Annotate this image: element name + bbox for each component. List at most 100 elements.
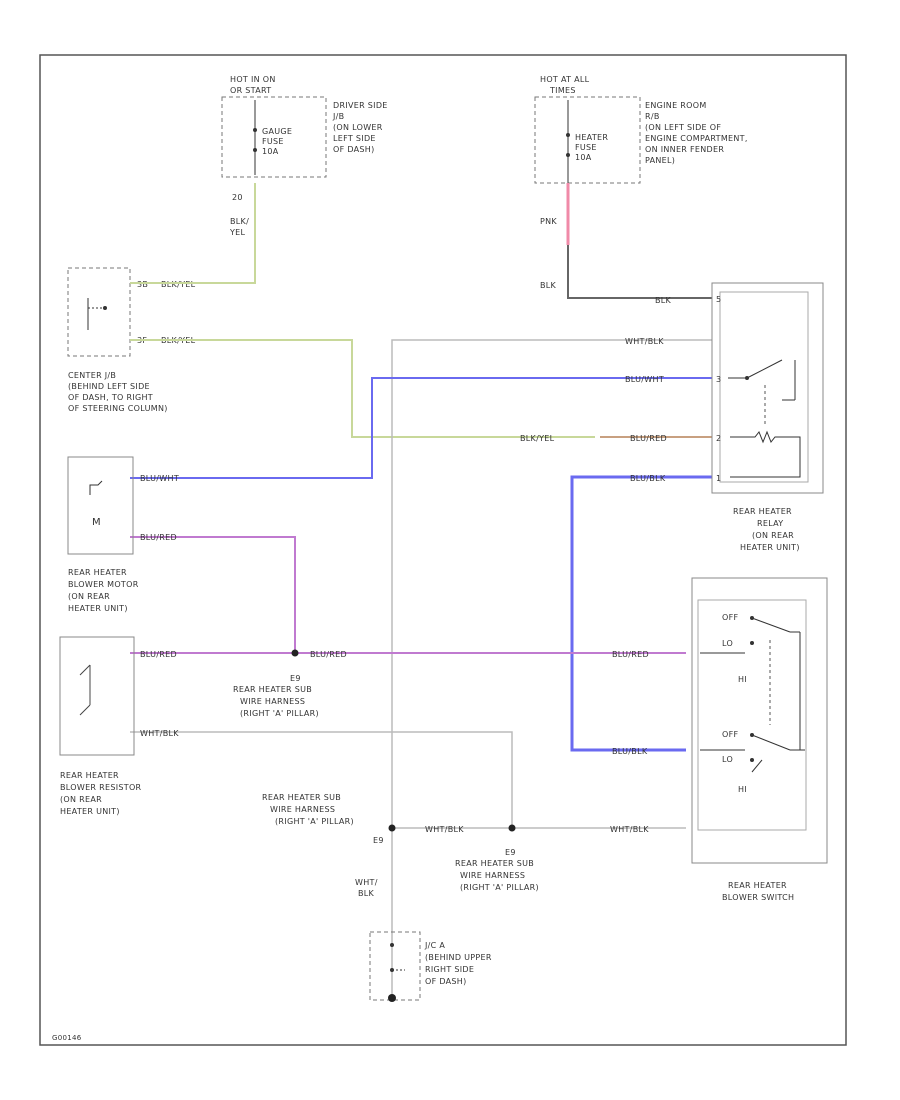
splice-mid-line-1: REAR HEATER SUB xyxy=(233,685,312,694)
wire-blu-red-motor xyxy=(130,536,296,653)
ground-location-2: (BEHIND UPPER xyxy=(425,953,492,962)
fuse-left-label: GAUGE xyxy=(262,127,292,136)
ground-location-1: J/C A xyxy=(424,941,445,950)
relay-box xyxy=(711,282,824,494)
fuse-left-header-1: HOT IN ON xyxy=(230,75,276,84)
fuse-left-location-2: J/B xyxy=(332,112,344,121)
center-jb-location-4: OF STEERING COLUMN) xyxy=(68,404,168,413)
fuse-block-right: HOT AT ALL TIMES HEATER FUSE 10A ENGINE … xyxy=(534,75,748,290)
splice-labels: E9 REAR HEATER SUB WIRE HARNESS (RIGHT '… xyxy=(233,650,539,892)
fuse-left-rating: 10A xyxy=(262,147,279,156)
fuse-left-header-2: OR START xyxy=(230,86,271,95)
ground-jc-a: WHT/ BLK J/C A (BEHIND UPPER RIGHT SIDE … xyxy=(355,878,492,1002)
relay-wire-blk-yel: BLK/YEL xyxy=(520,434,555,443)
fuse-left-box xyxy=(221,96,327,178)
fuse-right-rating: 10A xyxy=(575,153,592,162)
fuse-right-location-5: ON INNER FENDER xyxy=(645,145,724,154)
motor-wire-top: BLU/WHT xyxy=(140,474,179,483)
relay-name-3: (ON REAR xyxy=(752,531,794,540)
center-jb-location-2: (BEHIND LEFT SIDE xyxy=(68,382,150,391)
switch-pos-hi-2: HI xyxy=(738,785,747,794)
fuse-left-wire-2: YEL xyxy=(229,228,246,237)
resistor-name-2: BLOWER RESISTOR xyxy=(60,783,142,792)
wire-blu-wht xyxy=(130,377,712,479)
resistor-wire-bottom: WHT/BLK xyxy=(140,729,179,738)
splice-lower-left-1: REAR HEATER SUB xyxy=(262,793,341,802)
splice-lower-left-3: (RIGHT 'A' PILLAR) xyxy=(275,817,354,826)
fuse-left-wire-1: BLK/ xyxy=(230,217,249,226)
fuse-right-header-1: HOT AT ALL xyxy=(540,75,590,84)
switch-inner xyxy=(697,599,807,831)
switch-wire-wht-blk: WHT/BLK xyxy=(610,825,649,834)
center-jb-location-1: CENTER J/B xyxy=(68,371,116,380)
fuse-right-box xyxy=(534,96,641,184)
splice-lower-left-2: WIRE HARNESS xyxy=(270,805,335,814)
splice-wire-bottom: WHT/BLK xyxy=(425,825,464,834)
relay-name-1: REAR HEATER xyxy=(733,507,792,516)
relay-wire-blu-wht: BLU/WHT xyxy=(625,375,664,384)
rear-heater-blower-motor: BLU/WHT BLU/RED M REAR HEATER BLOWER MOT… xyxy=(67,456,179,613)
fuse-right-location-4: ENGINE COMPARTMENT, xyxy=(645,134,748,143)
splice-e9-mid xyxy=(291,649,299,657)
resistor-name-4: HEATER UNIT) xyxy=(60,807,120,816)
motor-symbol: M xyxy=(92,517,101,528)
center-jb-wire-top: BLK/YEL xyxy=(161,280,196,289)
switch-box xyxy=(691,577,828,864)
center-jb-pin-top: 3B xyxy=(137,280,148,289)
fuse-right-location-2: R/B xyxy=(645,112,660,121)
switch-pos-off-1: OFF xyxy=(722,613,738,622)
wire-blk-yel-1 xyxy=(130,183,256,284)
diagram-id: G00146 xyxy=(52,1034,82,1042)
switch-pos-lo-1: LO xyxy=(722,639,733,648)
relay-name-2: RELAY xyxy=(757,519,784,528)
motor-name-1: REAR HEATER xyxy=(68,568,127,577)
splice-e9-lower-left xyxy=(388,824,396,832)
fuse-right-location-3: (ON LEFT SIDE OF xyxy=(645,123,721,132)
fuse-left-location-4: LEFT SIDE xyxy=(333,134,376,143)
switch-pos-hi-1: HI xyxy=(738,675,747,684)
relay-pin-3: 3 xyxy=(716,375,721,384)
center-jb-box xyxy=(67,267,131,357)
motor-name-4: HEATER UNIT) xyxy=(68,604,128,613)
switch-pos-lo-2: LO xyxy=(722,755,733,764)
wire-wht-blk-spine xyxy=(391,339,712,1000)
fuse-left-location-3: (ON LOWER xyxy=(333,123,383,132)
fuse-right-label-2: FUSE xyxy=(575,143,597,152)
fuse-left-label-2: FUSE xyxy=(262,137,284,146)
fuse-right-wire-pnk: PNK xyxy=(540,217,557,226)
splice-lower-right-1: REAR HEATER SUB xyxy=(455,859,534,868)
resistor-box xyxy=(59,636,135,756)
wire-wht-blk-resistor xyxy=(130,731,513,828)
splice-mid-line-2: WIRE HARNESS xyxy=(240,697,305,706)
switch-name-1: REAR HEATER xyxy=(728,881,787,890)
ground-wire-1: WHT/ xyxy=(355,878,378,887)
ground-jc-box xyxy=(369,931,421,1001)
splice-lower-right-2: WIRE HARNESS xyxy=(460,871,525,880)
rear-heater-blower-switch: BLU/RED BLU/BLK WHT/BLK OFF LO HI OFF LO… xyxy=(610,577,828,902)
relay-inner xyxy=(719,291,809,483)
splice-mid-line-3: (RIGHT 'A' PILLAR) xyxy=(240,709,319,718)
wire-blk xyxy=(567,245,712,299)
resistor-wire-top: BLU/RED xyxy=(140,650,177,659)
splice-mid-id: E9 xyxy=(290,674,301,683)
diagram-border xyxy=(39,54,847,1046)
fuse-left-location-5: OF DASH) xyxy=(333,145,375,154)
motor-box xyxy=(67,456,134,555)
relay-pin-5: 5 xyxy=(716,295,721,304)
wire-blu-blk xyxy=(570,475,712,752)
fuse-right-label: HEATER xyxy=(575,133,608,142)
splice-lower-right-3: (RIGHT 'A' PILLAR) xyxy=(460,883,539,892)
motor-wire-bottom: BLU/RED xyxy=(140,533,177,542)
center-jb-location-3: OF DASH, TO RIGHT xyxy=(68,393,153,402)
splice-wire-mid: BLU/RED xyxy=(310,650,347,659)
relay-name-4: HEATER UNIT) xyxy=(740,543,800,552)
relay-pin-2: 2 xyxy=(716,434,721,443)
splice-lower-left-id: E9 xyxy=(373,836,384,845)
switch-wire-blu-red: BLU/RED xyxy=(612,650,649,659)
fuse-left-location-1: DRIVER SIDE xyxy=(333,101,388,110)
ground-location-3: RIGHT SIDE xyxy=(425,965,474,974)
rear-heater-relay: BLK WHT/BLK BLU/WHT BLK/YEL BLU/RED BLU/… xyxy=(520,282,824,552)
ground-wire-2: BLK xyxy=(358,889,375,898)
resistor-name-3: (ON REAR xyxy=(60,795,102,804)
splice-lower-right-id: E9 xyxy=(505,848,516,857)
